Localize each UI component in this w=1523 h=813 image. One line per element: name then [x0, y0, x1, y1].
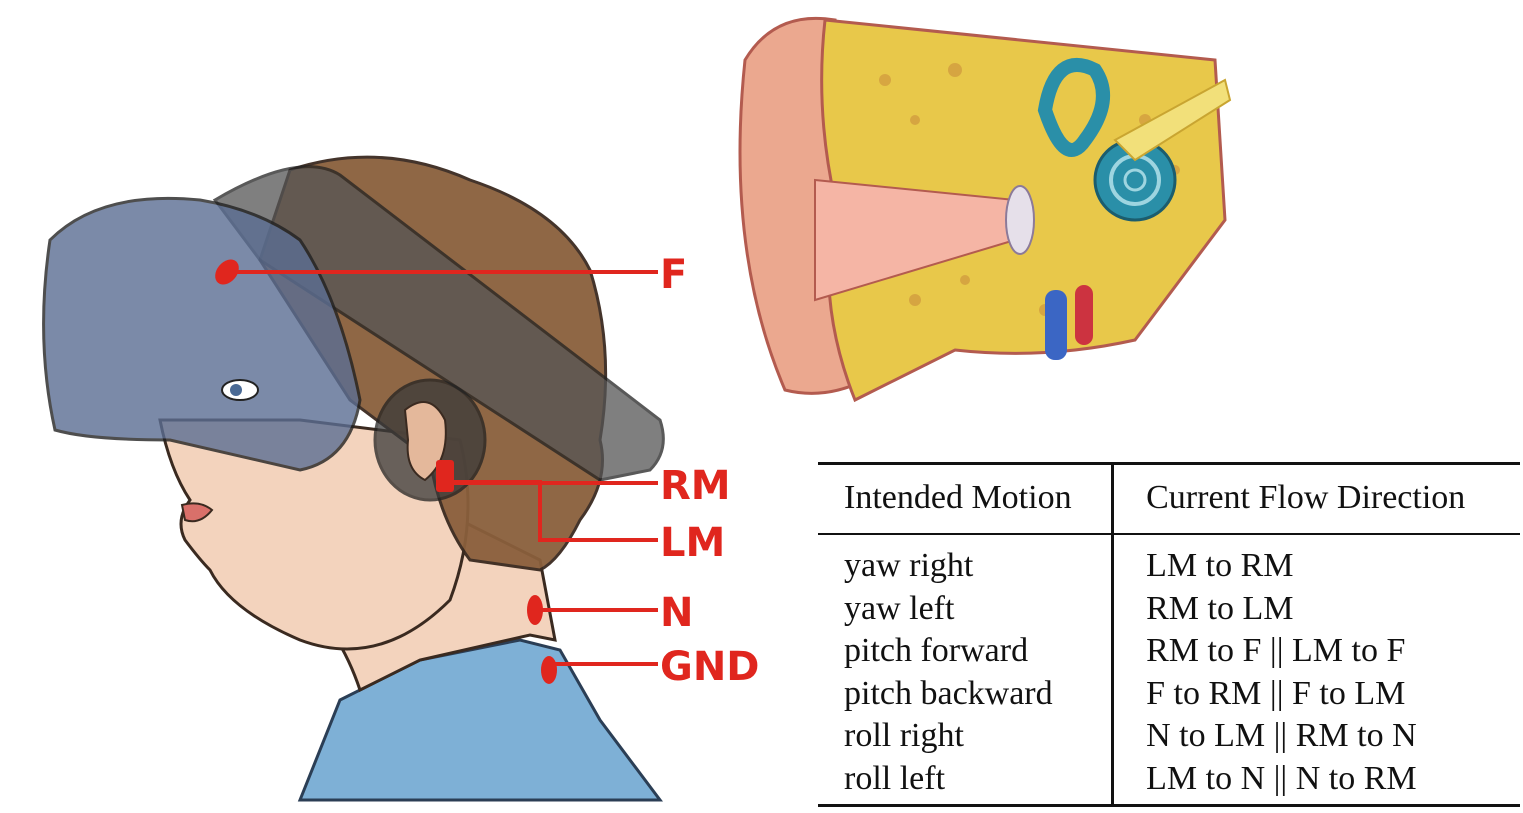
electrode-rm — [436, 460, 454, 492]
motion-cell: yaw left — [818, 588, 1113, 631]
label-lm: LM — [660, 520, 725, 566]
motion-cell: roll left — [818, 758, 1113, 806]
head-electrode-illustration: F RM LM N GND — [0, 0, 800, 813]
label-gnd: GND — [660, 644, 760, 690]
flow-cell: LM to RM — [1113, 534, 1520, 588]
motion-cell: pitch backward — [818, 673, 1113, 716]
flow-cell: F to RM || F to LM — [1113, 673, 1520, 716]
flow-cell: RM to LM — [1113, 588, 1520, 631]
electrode-gnd — [541, 656, 557, 684]
label-f: F — [660, 252, 687, 298]
table-row: roll right N to LM || RM to N — [818, 715, 1520, 758]
motion-cell: yaw right — [818, 534, 1113, 588]
flow-cell: RM to F || LM to F — [1113, 630, 1520, 673]
vein — [1045, 290, 1067, 360]
motion-cell: roll right — [818, 715, 1113, 758]
flow-cell: N to LM || RM to N — [1113, 715, 1520, 758]
motion-cell: pitch forward — [818, 630, 1113, 673]
table-row: pitch backward F to RM || F to LM — [818, 673, 1520, 716]
inner-ear-anatomy-illustration — [715, 0, 1255, 420]
flow-cell: LM to N || N to RM — [1113, 758, 1520, 806]
table-row: yaw left RM to LM — [818, 588, 1520, 631]
table-header-row: Intended Motion Current Flow Direction — [818, 465, 1520, 534]
eardrum — [1006, 186, 1034, 254]
motion-current-table: Intended Motion Current Flow Direction y… — [818, 462, 1520, 807]
label-n: N — [660, 590, 693, 636]
table-row: roll left LM to N || N to RM — [818, 758, 1520, 806]
header-intended-motion: Intended Motion — [818, 465, 1113, 534]
artery — [1075, 285, 1093, 345]
header-current-flow-direction: Current Flow Direction — [1113, 465, 1520, 534]
table-row: yaw right LM to RM — [818, 534, 1520, 588]
table-row: pitch forward RM to F || LM to F — [818, 630, 1520, 673]
label-rm: RM — [660, 463, 731, 509]
